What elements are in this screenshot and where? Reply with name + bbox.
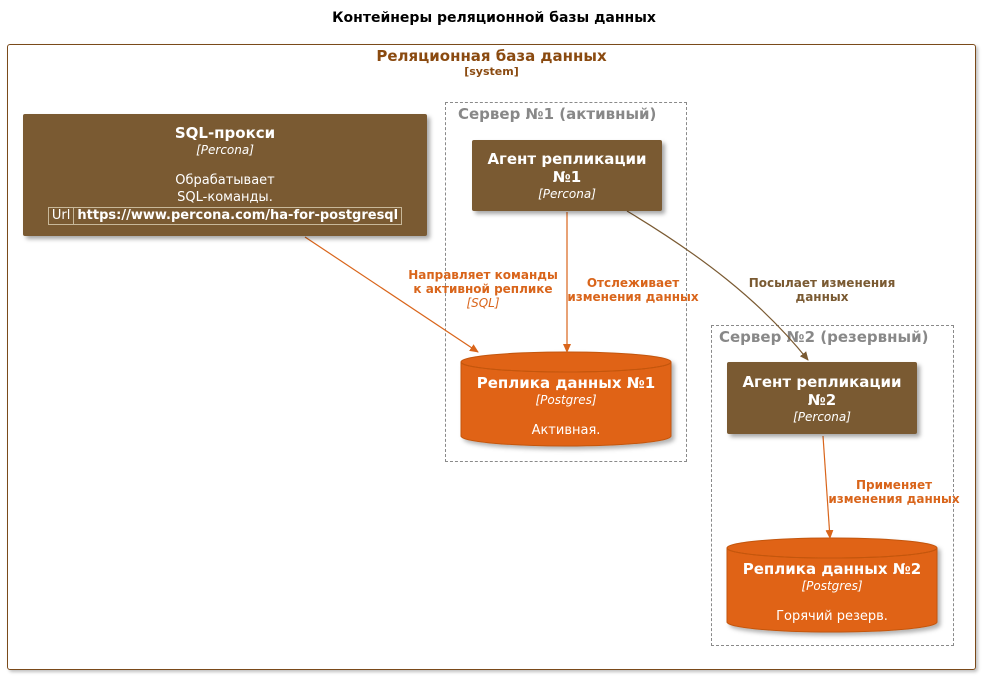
edge-agent1-to-agent2 bbox=[626, 210, 809, 361]
agent-1-title-line1: Агент репликации bbox=[487, 150, 647, 168]
replica-1-tech: [Postgres] bbox=[535, 393, 597, 407]
url-key-cell: Url bbox=[47, 207, 75, 225]
replica-2-cylinder bbox=[726, 537, 938, 633]
server-2-boundary bbox=[711, 325, 954, 646]
sql-proxy-desc-line1: Обрабатывает bbox=[175, 173, 275, 188]
sql-proxy-desc-line2: SQL-команды. bbox=[177, 190, 273, 205]
server-1-boundary bbox=[445, 102, 687, 462]
system-boundary bbox=[7, 44, 976, 670]
agent-1-tech: [Percona] bbox=[538, 187, 596, 201]
replication-agent-1[interactable]: Агент репликации №1 [Percona] bbox=[472, 140, 662, 211]
sql-proxy-tech: [Percona] bbox=[196, 143, 254, 157]
replica-1-desc: Активная. bbox=[531, 423, 601, 438]
agent-2-tech: [Percona] bbox=[793, 410, 851, 424]
replica-2-database[interactable]: Реплика данных №2 [Postgres] Горячий рез… bbox=[727, 560, 937, 625]
agent-2-title-line1: Агент репликации bbox=[742, 373, 902, 391]
replica-1-database[interactable]: Реплика данных №1 [Postgres] Активная. bbox=[461, 374, 671, 439]
replica-1-title: Реплика данных №1 bbox=[476, 374, 656, 392]
replica-2-desc: Горячий резерв. bbox=[776, 609, 888, 624]
edge-label-agent1-replica1-line2: изменения данных bbox=[567, 290, 699, 304]
replication-agent-2[interactable]: Агент репликации №2 [Percona] bbox=[727, 362, 917, 434]
edge-proxy-to-replica1 bbox=[304, 236, 479, 353]
edge-label-agent1-agent2-line1: Посылает изменения bbox=[748, 276, 896, 290]
edge-label-agent1-agent2-line2: данных bbox=[795, 290, 849, 304]
edge-label-proxy-line1: Направляет команды bbox=[408, 268, 558, 282]
system-name: Реляционная база данных bbox=[376, 47, 607, 65]
edge-label-agent1-agent2: Посылает изменения данных bbox=[742, 276, 902, 304]
edge-label-proxy-replica1: Направляет команды к активной реплике [S… bbox=[398, 268, 568, 310]
edge-agent2-to-replica2 bbox=[822, 435, 834, 539]
edge-label-agent1-replica1: Отслеживает изменения данных bbox=[562, 276, 704, 304]
edge-label-agent2-replica2-line1: Применяет bbox=[855, 478, 933, 492]
edge-label-agent1-replica1-line1: Отслеживает bbox=[586, 276, 680, 290]
agent-1-title-line2: №1 bbox=[552, 168, 582, 186]
sql-proxy-url-table: Url https://www.percona.com/ha-for-postg… bbox=[47, 207, 403, 225]
edge-label-agent2-replica2-line2: изменения данных bbox=[828, 492, 960, 506]
agent-2-title-line2: №2 bbox=[807, 391, 837, 409]
edge-label-agent2-replica2: Применяет изменения данных bbox=[822, 478, 966, 506]
sql-proxy-container[interactable]: SQL-прокси [Percona] Обрабатывает SQL-ко… bbox=[23, 114, 427, 236]
server-1-label: Сервер №1 (активный) bbox=[458, 105, 657, 123]
sql-proxy-title: SQL-прокси bbox=[174, 124, 276, 142]
replica-2-tech: [Postgres] bbox=[801, 579, 863, 593]
edge-label-proxy-line2: к активной реплике bbox=[413, 282, 553, 296]
edge-label-proxy-tech: [SQL] bbox=[466, 296, 500, 310]
server-2-label: Сервер №2 (резервный) bbox=[719, 328, 929, 346]
url-value-link[interactable]: https://www.percona.com/ha-for-postgresq… bbox=[73, 207, 403, 225]
page-title: Контейнеры реляционной базы данных bbox=[332, 10, 656, 26]
system-tag: [system] bbox=[464, 65, 519, 78]
replica-2-title: Реплика данных №2 bbox=[742, 560, 922, 578]
